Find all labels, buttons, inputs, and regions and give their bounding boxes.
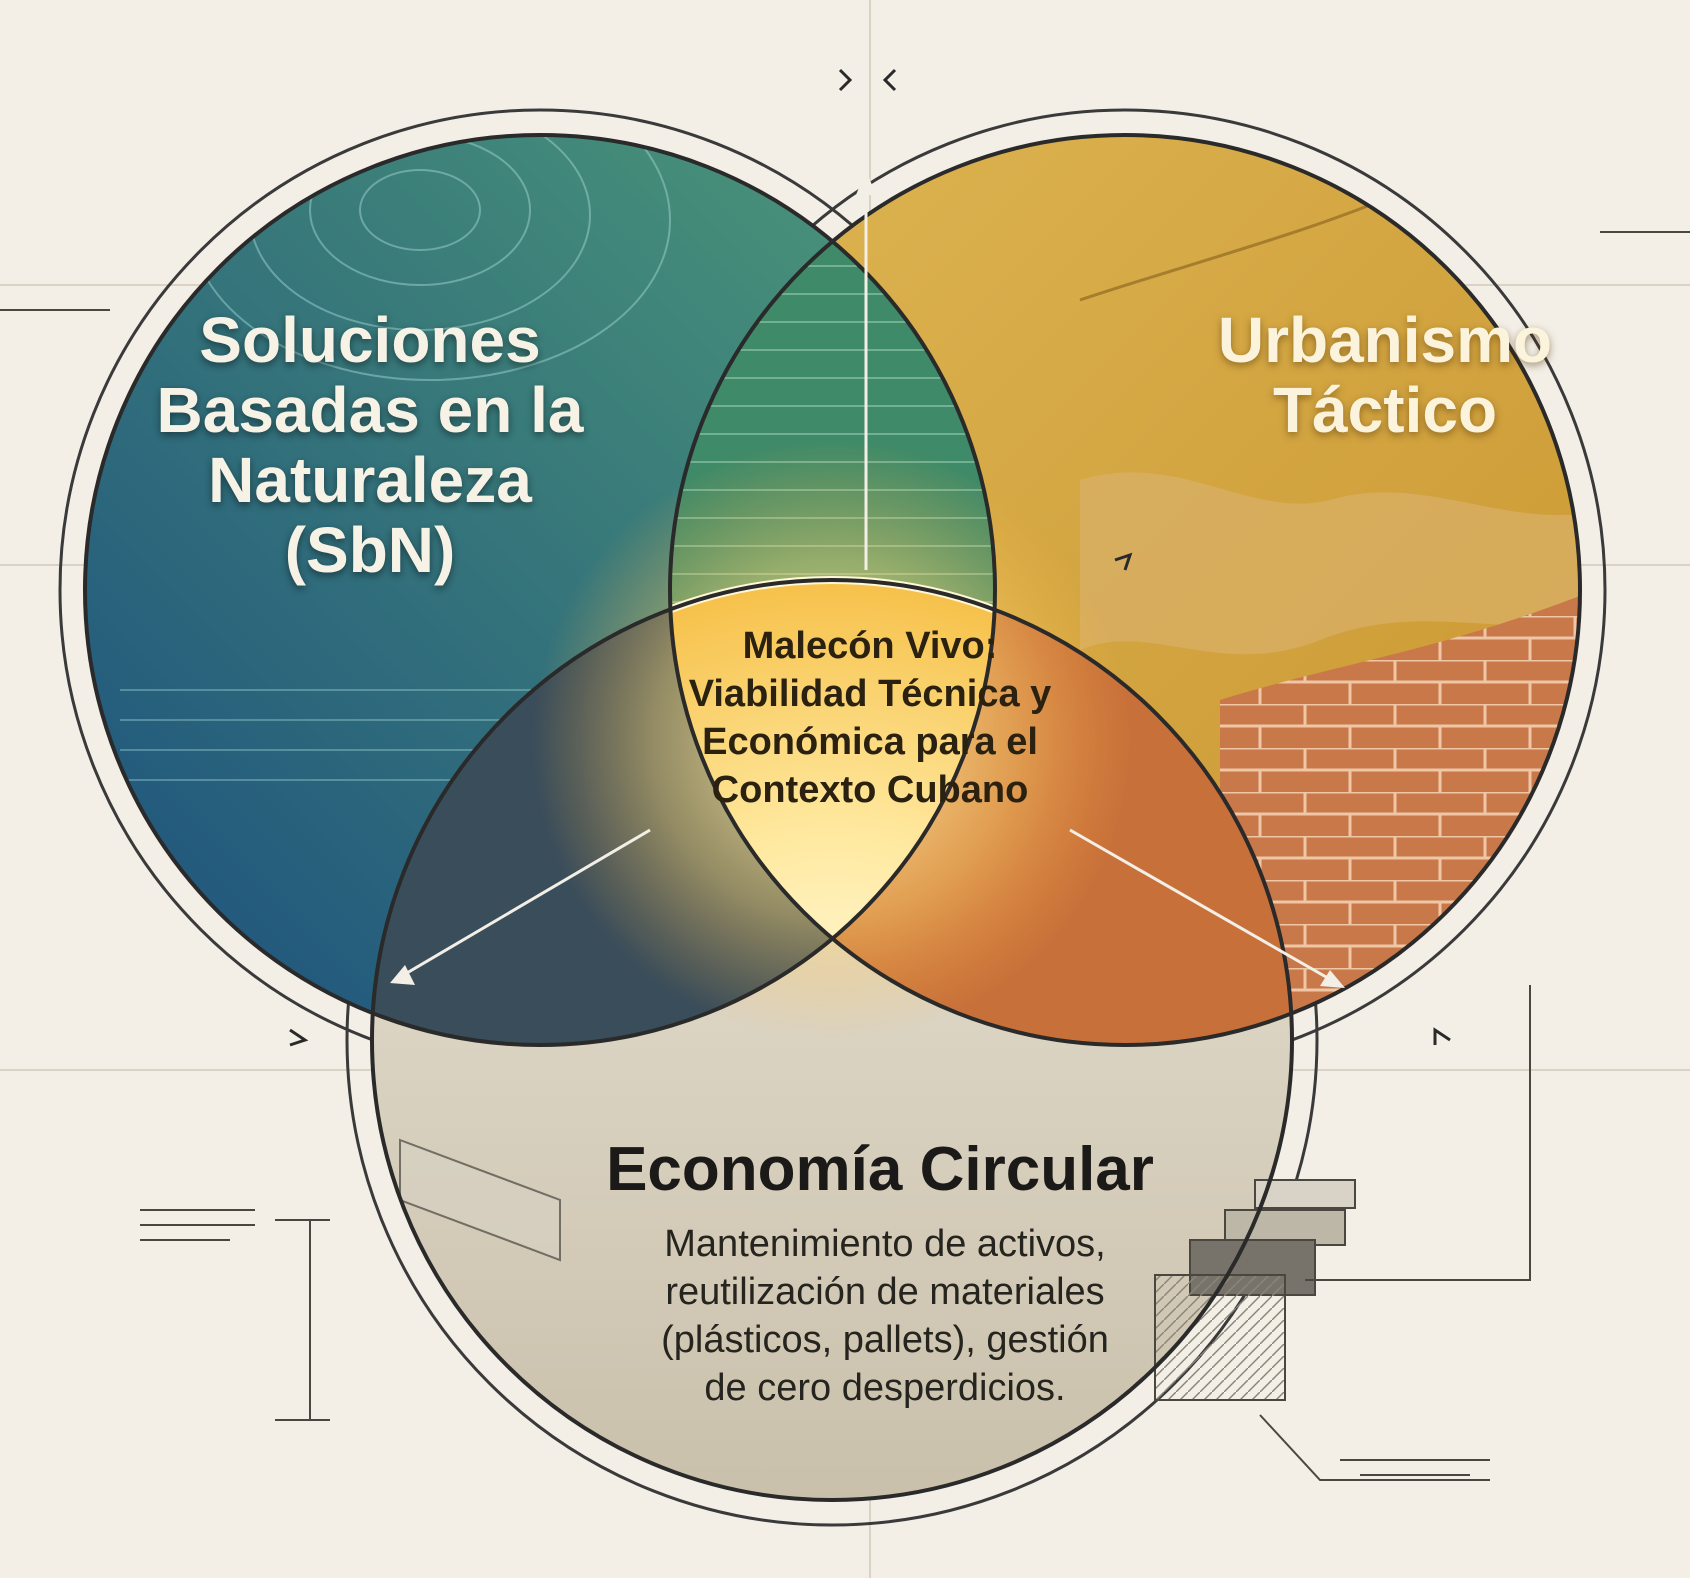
center-line: Malecón Vivo: — [742, 625, 998, 667]
description-line: (plásticos, pallets), gestión — [661, 1319, 1109, 1361]
leader-lines — [0, 231, 1690, 1481]
title-line: (SbN) — [284, 514, 456, 586]
center-title: Malecón Vivo: Viabilidad Técnica y Econó… — [660, 622, 1080, 814]
center-line: Económica para el — [702, 721, 1038, 763]
flow-arrows — [394, 180, 1341, 987]
center-line: Viabilidad Técnica y — [688, 673, 1052, 715]
title-line: Urbanismo — [1217, 304, 1553, 376]
center-line: Contexto Cubano — [711, 769, 1029, 811]
arrow-heads — [390, 170, 1345, 988]
ring-arrows — [289, 68, 1451, 1047]
title-line: Basadas en la — [156, 374, 584, 446]
circle-title-sbn: Soluciones Basadas en la Naturaleza (SbN… — [130, 305, 610, 585]
title-line: Táctico — [1272, 374, 1498, 446]
ec-sketch — [399, 1138, 1356, 1401]
circle-outlines — [83, 133, 1582, 1502]
title-line: Naturaleza — [208, 444, 532, 516]
description-line: Mantenimiento de activos, — [664, 1223, 1106, 1265]
title-line: Soluciones — [199, 304, 541, 376]
description-line: reutilización de materiales — [665, 1271, 1105, 1313]
circle-title-ec: Economía Circular — [606, 1135, 1154, 1204]
circle-description-ec: Mantenimiento de activos, reutilización … — [600, 1220, 1170, 1412]
description-line: de cero desperdicios. — [704, 1367, 1066, 1409]
circle-title-ut: Urbanismo Táctico — [1160, 305, 1610, 445]
